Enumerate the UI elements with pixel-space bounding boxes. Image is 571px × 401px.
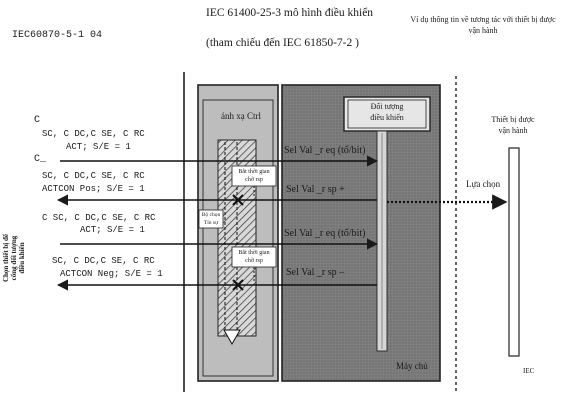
group3-line1: C SC, C DC,C SE, C RC [42,213,156,223]
group3-line2: ACT; S/E = 1 [80,225,145,235]
c-label-2: C_ [34,154,47,165]
device-label: Thiết bị được vận hành [478,114,548,136]
server-block [281,84,441,382]
hatch-down-arrow [223,329,241,346]
timer-box-2-label: Bắt thời gian chờ rsp [232,249,276,265]
group1-line1: SC, C DC,C SE, C RC [42,129,145,139]
right-header-line-2: vận hành [468,26,498,35]
device-label-line-1: Thiết bị được [491,115,535,124]
device-rectangle [508,147,520,357]
rsp-label-1: Sel Val _r sp + [286,184,345,195]
selector-box-label: Bộ chọn Tín sự [199,211,223,227]
selector-box-line-1: Bộ chọn [201,212,221,218]
timer-box-1-label: Bắt thời gian chờ rsp [232,168,276,184]
group2-line1: SC, C DC,C SE, C RC [42,171,145,181]
group1-line2: ACT; S/E = 1 [66,142,131,152]
right-header-line-1: Ví dụ thông tin về tương tác với thiết b… [410,15,556,24]
selector-box-line-2: Tín sự [203,220,219,226]
group4-line1: SC, C DC,C SE, C RC [52,256,155,266]
vertical-label-line-1: Chọn thiết bị để [2,233,10,283]
control-object-box [343,96,431,132]
c-label-1: C [34,115,41,126]
device-label-line-2: vận hành [498,126,528,135]
selection-label: Lựa chọn [466,179,501,189]
device-bottom-label: IEC [523,367,535,375]
vertical-label: Chọn thiết bị để cổng đối tượng điều khi… [2,212,26,304]
mapping-inner-frame [202,99,274,377]
group4-line2: ACTCON Neg; S/E = 1 [60,269,163,279]
timer-box-1-line-1: Bắt thời gian [238,169,270,175]
req-label-1: Sel Val _r eq (tổ/bit) [284,145,366,156]
vertical-label-line-2: cổng đối tượng [10,235,18,281]
x-mark-1 [232,194,244,206]
title-line-1: IEC 61400-25-3 mô hình điều khiển [206,7,374,19]
server-label: Máy chủ [396,361,428,371]
mapping-title: ánh xạ Ctrl [221,111,261,121]
timer-box-2-line-2: chờ rsp [245,258,263,264]
vertical-label-line-3: điều khiển [18,242,26,274]
x-mark-2 [232,279,244,291]
title-line-2: (tham chiếu đến IEC 61850-7-2 ) [206,37,359,49]
control-object-label: Đối tượng điều khiển [348,101,426,123]
group2-line2: ACTCON Pos; S/E = 1 [42,184,145,194]
control-object-line-2: điều khiển [370,113,404,122]
selector-box [198,209,224,229]
timer-box-1-line-2: chờ rsp [245,177,263,183]
timer-box-2-line-1: Bắt thời gian [238,250,270,256]
rsp-label-2: Sel Val _r sp – [286,267,345,278]
control-object-inner [347,99,427,129]
req-label-2: Sel Val _r eq (tổ/bit) [284,228,366,239]
left-code: IEC60870-5-1 04 [12,30,103,41]
control-object-line-1: Đối tượng [370,102,404,111]
